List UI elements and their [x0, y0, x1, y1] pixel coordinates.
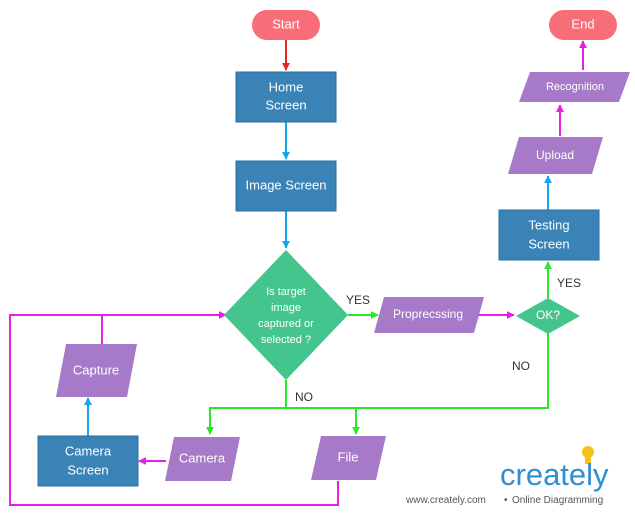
edge-decision-no-to-camera — [206, 380, 287, 435]
upload-label: Upload — [536, 148, 574, 162]
ok-label: OK? — [536, 308, 560, 322]
home-screen-label-line2: Screen — [265, 97, 306, 112]
file-node: File — [311, 436, 386, 480]
ok-shape — [516, 298, 580, 334]
decision-yes-label: YES — [346, 293, 370, 307]
camera-screen-label-line1: Camera — [65, 443, 112, 458]
upload-node: Upload — [508, 137, 603, 174]
preprocessing-shape — [374, 297, 484, 333]
testing-screen-shape — [498, 209, 600, 261]
capture-label: Capture — [73, 362, 119, 377]
footer-separator: • — [504, 495, 508, 506]
decision-label-line2: image — [271, 302, 301, 314]
start-shape — [252, 10, 320, 40]
edge-ok-no-to-file — [356, 333, 549, 409]
recognition-label: Recognition — [546, 81, 604, 93]
creately-logo: creately — [500, 446, 609, 492]
image-screen-node: Image Screen — [235, 160, 337, 212]
ok-no-label: NO — [512, 359, 530, 373]
end-shape — [549, 10, 617, 40]
start-node: Start — [252, 10, 320, 40]
image-screen-label: Image Screen — [246, 177, 327, 192]
edge-decision-no-to-file — [286, 407, 360, 435]
decision-no-label: NO — [295, 390, 313, 404]
footer-tagline: Online Diagramming — [512, 495, 603, 506]
camera-screen-shape — [37, 435, 139, 487]
camera-shape — [165, 437, 240, 481]
testing-screen-label-line1: Testing — [528, 217, 569, 232]
testing-screen-label-line2: Screen — [528, 236, 569, 251]
edge-capture-to-decision — [101, 311, 227, 344]
ok-decision-node: OK? — [516, 298, 580, 334]
end-label: End — [571, 16, 594, 31]
preprocessing-node: Proprecssing — [374, 297, 484, 333]
capture-node: Capture — [56, 344, 137, 397]
recognition-node: Recognition — [519, 72, 630, 102]
decision-shape — [224, 250, 348, 380]
end-node: End — [549, 10, 617, 40]
recognition-shape — [519, 72, 630, 102]
decision-label-line1: Is target — [266, 286, 306, 298]
edge-file-to-decision — [9, 314, 339, 506]
upload-shape — [508, 137, 603, 174]
home-screen-shape — [235, 71, 337, 123]
preprocessing-label: Proprecssing — [393, 307, 463, 321]
camera-screen-node: Camera Screen — [37, 435, 139, 487]
home-screen-node: Home Screen — [235, 71, 337, 123]
connectors — [9, 40, 587, 506]
creately-logo-text: creately — [500, 457, 609, 492]
testing-screen-node: Testing Screen — [498, 209, 600, 261]
camera-label: Camera — [179, 450, 226, 465]
decision-label-line4: selected ? — [261, 334, 311, 346]
lightbulb-icon — [582, 446, 594, 464]
ok-yes-label: YES — [557, 276, 581, 290]
start-label: Start — [272, 16, 300, 31]
home-screen-label-line1: Home — [269, 79, 304, 94]
decision-node: Is target image captured or selected ? — [224, 250, 348, 380]
camera-node: Camera — [165, 437, 240, 481]
file-label: File — [338, 449, 359, 464]
file-shape — [311, 436, 386, 480]
capture-shape — [56, 344, 137, 397]
footer-url: www.creately.com — [405, 495, 486, 506]
image-screen-shape — [235, 160, 337, 212]
decision-label-line3: captured or — [258, 318, 314, 330]
camera-screen-label-line2: Screen — [67, 462, 108, 477]
